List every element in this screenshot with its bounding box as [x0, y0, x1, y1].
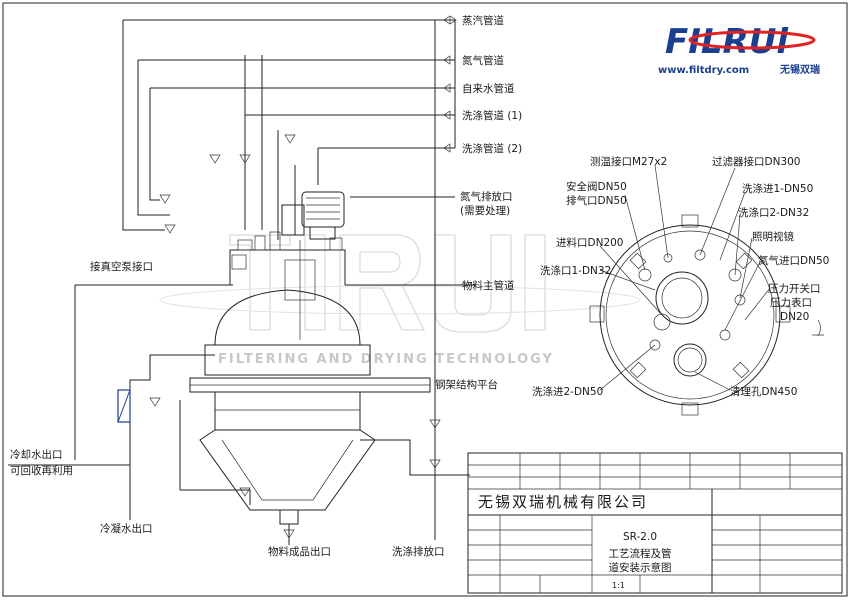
- logo-url: www.filtdry.com: [658, 65, 749, 76]
- label-wash-out-1: 洗涤口1-DN32: [540, 264, 611, 277]
- filter-port-circle: [655, 271, 709, 325]
- label-feed-main: 物料主管道: [462, 279, 515, 292]
- label-wash-1: 洗涤管道 (1): [462, 109, 522, 122]
- logo-brand: FILRUi: [665, 22, 789, 62]
- watermark-tagline: FILTERING AND DRYING TECHNOLOGY: [218, 352, 554, 367]
- company-name: 无锡双瑞机械有限公司: [478, 493, 648, 511]
- label-coolant-out: 冷却水出口: [10, 448, 63, 461]
- pipe-network: [8, 15, 475, 540]
- drawing-title-line2: 道安装示意图: [609, 561, 672, 574]
- label-vent: 排气口DN50: [566, 194, 627, 207]
- drawing-title-line1: 工艺流程及管: [609, 547, 672, 560]
- logo-cn-name: 无锡双瑞: [779, 63, 820, 76]
- motor-icon: [301, 191, 345, 228]
- drawing-scale: 1:1: [612, 581, 625, 590]
- label-gauge-port: 压力表口: [770, 296, 812, 309]
- label-light-glass: 照明视镜: [752, 230, 794, 243]
- label-nitrogen: 氮气管道: [462, 54, 504, 67]
- pipe-labels: 蒸汽管道 氮气管道 自来水管道 洗涤管道 (1) 洗涤管道 (2) 氮气排放口 …: [10, 14, 522, 558]
- label-temp-port: 测温接口M27x2: [590, 155, 667, 168]
- label-manhole: 清理孔DN450: [730, 385, 797, 398]
- label-product-out: 物料成品出口: [268, 545, 331, 558]
- label-filter-port: 过滤器接口DN300: [712, 155, 800, 168]
- label-steam: 蒸汽管道: [462, 14, 504, 27]
- label-feed-in: 进料口DN200: [556, 236, 623, 249]
- label-vacuum: 接真空泵接口: [90, 260, 153, 273]
- label-safety-valve: 安全阀DN50: [566, 180, 627, 193]
- logo-swoosh: [688, 30, 816, 50]
- filter-dryer-vessel: [189, 191, 431, 545]
- label-n2-exhaust-note: (需要处理): [460, 205, 510, 217]
- label-wash-2: 洗涤管道 (2): [462, 142, 522, 155]
- label-n2-in: 氮气进口DN50: [758, 254, 829, 267]
- label-pressure-switch: 压力开关口: [768, 282, 821, 295]
- label-wash-drain: 洗涤排放口: [392, 545, 445, 558]
- vessel-top-view: [589, 164, 824, 416]
- watermark-logo: [159, 234, 641, 333]
- pressure-gauge-icon: [812, 319, 824, 337]
- model-number: SR-2.0: [623, 531, 657, 543]
- manhole-circle: [673, 343, 707, 377]
- label-tap-water: 自来水管道: [462, 82, 515, 95]
- label-condensate-out: 冷凝水出口: [100, 522, 153, 535]
- top-view-labels: 测温接口M27x2 过滤器接口DN300 安全阀DN50 排气口DN50 洗涤进…: [532, 155, 829, 398]
- label-wash-out-2: 洗涤口2-DN32: [738, 206, 809, 219]
- label-gauge-port-size: DN20: [780, 311, 809, 323]
- label-platform: 钢架结构平台: [435, 378, 498, 391]
- label-n2-exhaust: 氮气排放口: [460, 190, 513, 203]
- label-wash-in-1: 洗涤进1-DN50: [742, 182, 813, 195]
- label-coolant-reuse: 可回收再利用: [10, 464, 73, 477]
- title-block: 无锡双瑞机械有限公司 SR-2.0 工艺流程及管 道安装示意图 1:1: [467, 452, 843, 594]
- label-wash-in-2: 洗涤进2-DN50: [532, 385, 603, 398]
- top-view-outer: [599, 224, 781, 406]
- company-logo: FILRUi www.filtdry.com 无锡双瑞: [658, 22, 820, 76]
